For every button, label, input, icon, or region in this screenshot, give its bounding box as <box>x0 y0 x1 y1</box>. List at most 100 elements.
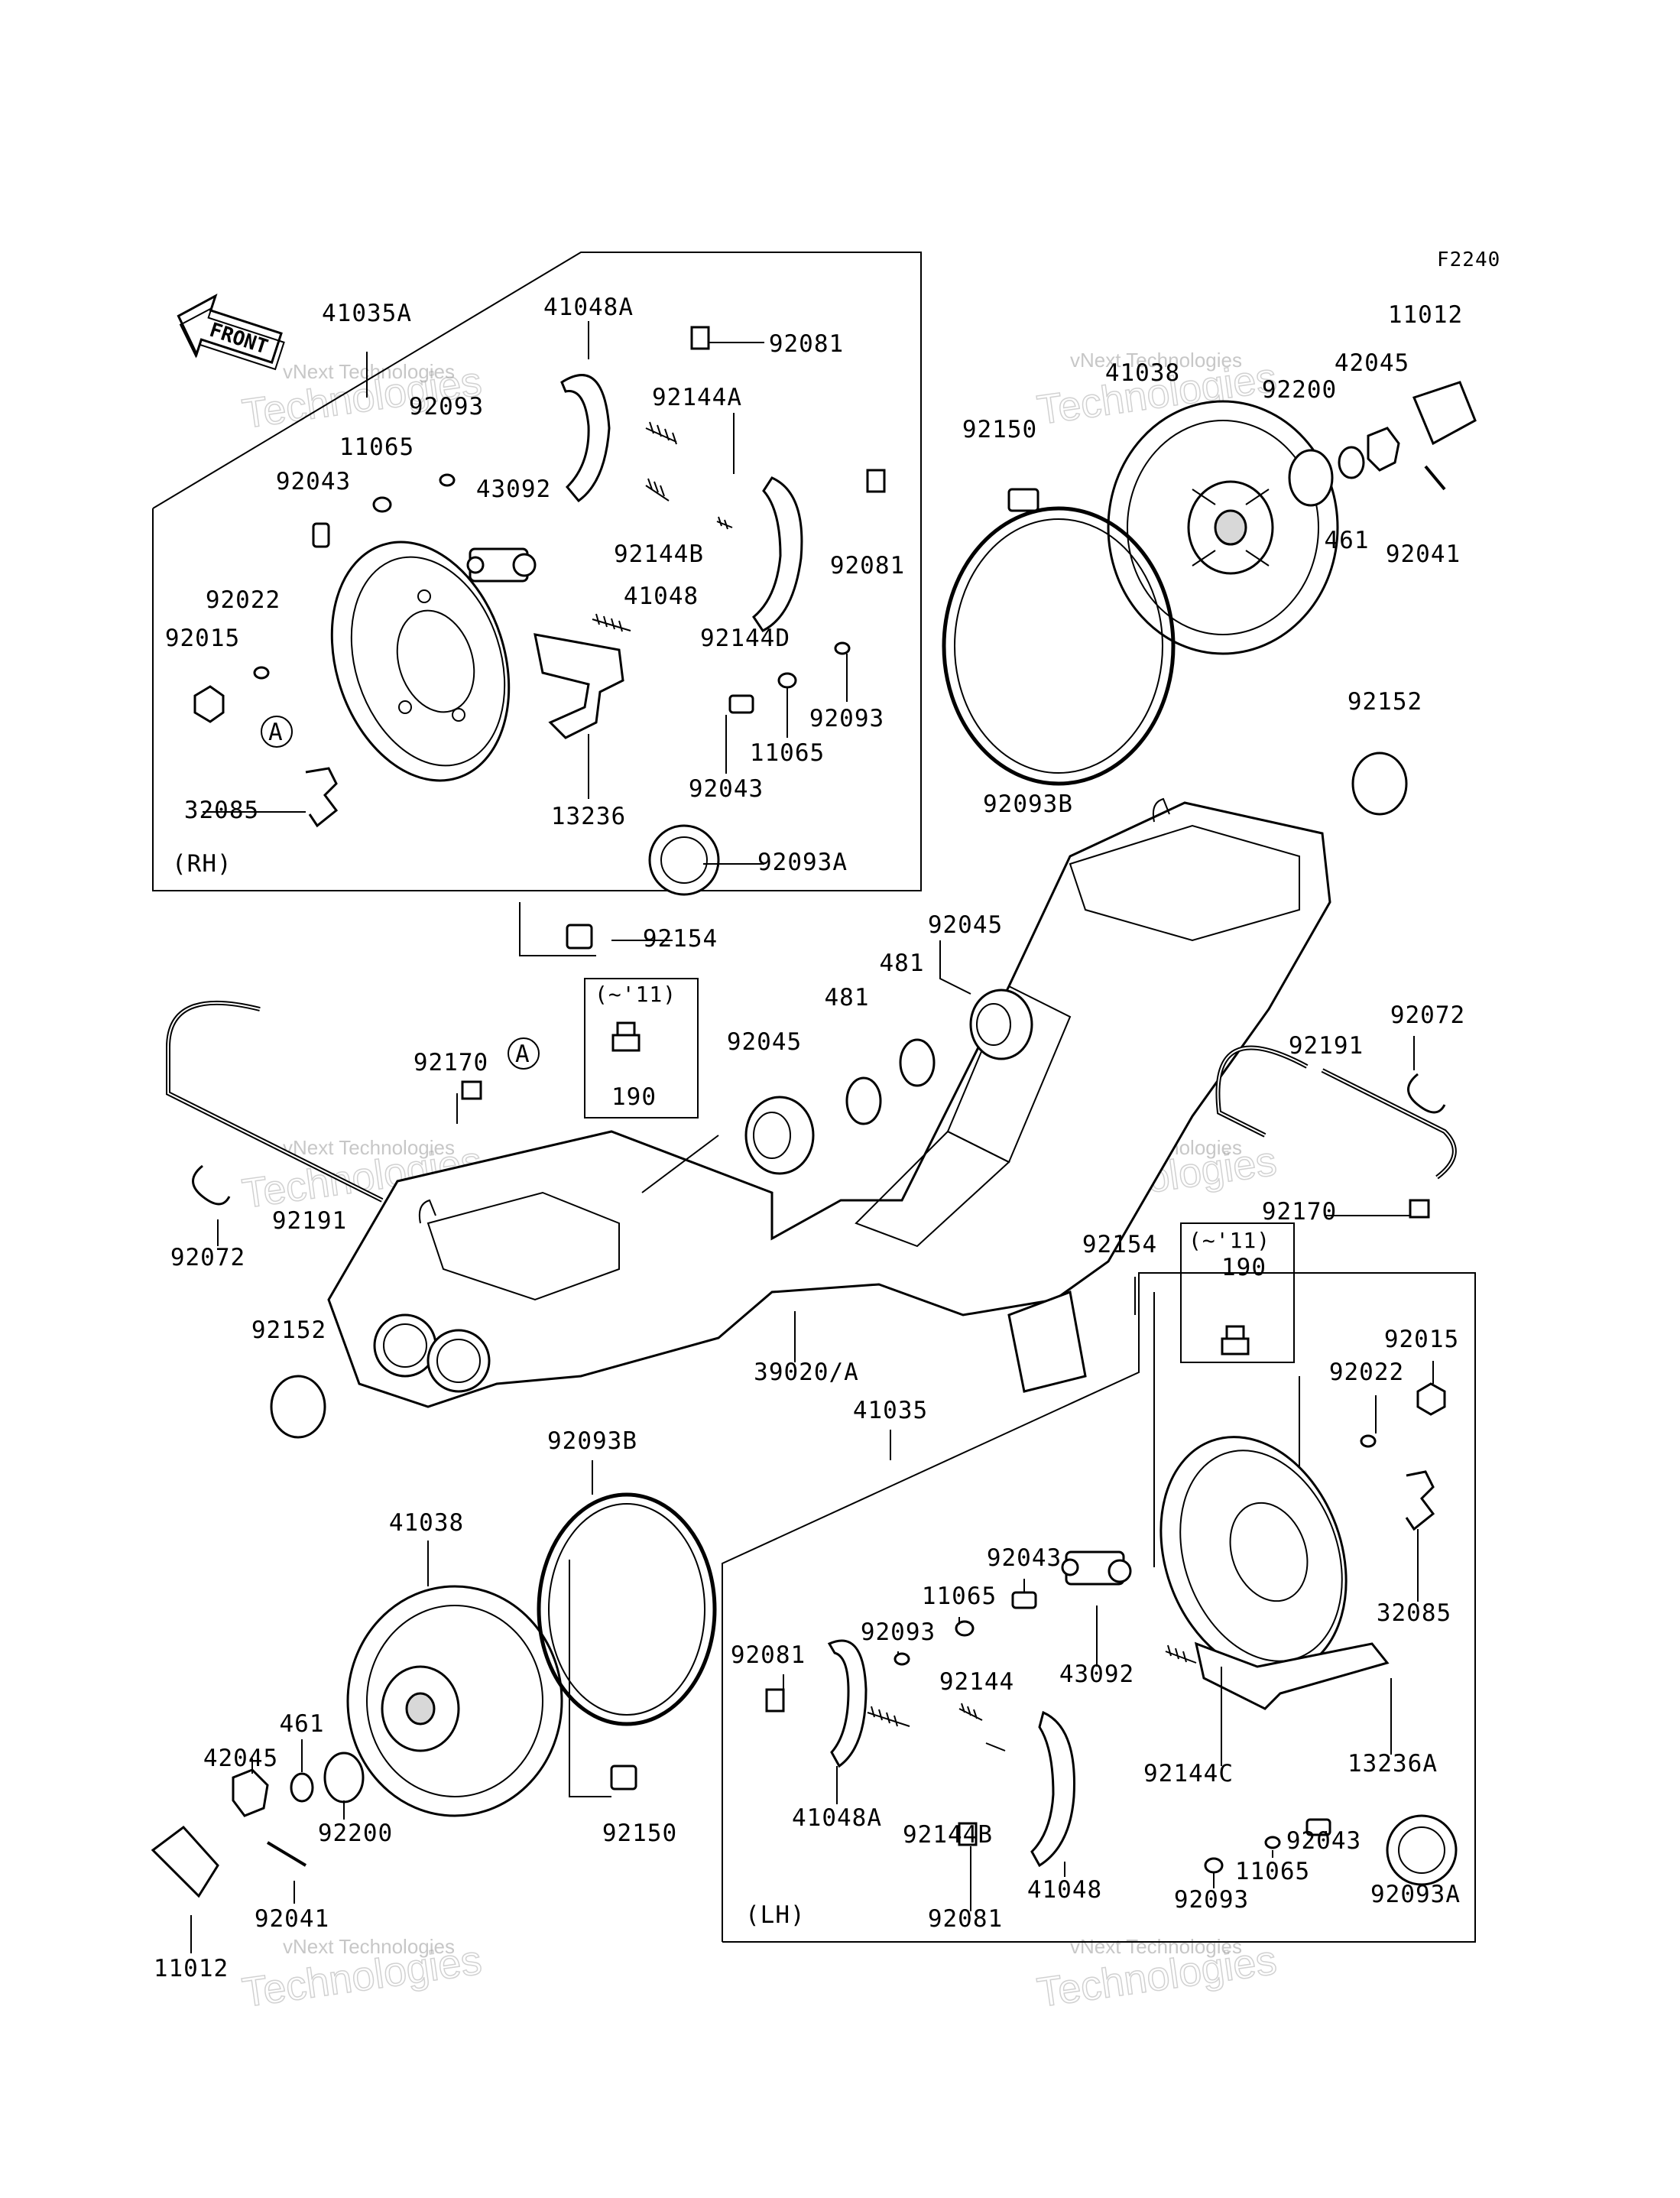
part-number-label: 41038 <box>1105 359 1180 387</box>
part-number-label: 92022 <box>206 586 281 614</box>
watermark-text: vNext Technologies <box>1070 349 1242 372</box>
rh-hub-cap <box>1412 381 1477 446</box>
part-number-label: 11012 <box>154 1955 229 1982</box>
part-number-label: 32085 <box>1377 1599 1451 1627</box>
part-number-label: 92154 <box>643 925 718 953</box>
lh-brake-shoe-upper <box>827 1639 868 1768</box>
part-number-label: 92043 <box>689 775 764 803</box>
part-number-label: 481 <box>825 984 870 1011</box>
part-number-label: 41048A <box>792 1804 882 1832</box>
axle-leader-lines <box>217 940 1415 1567</box>
part-number-label: 92015 <box>1384 1326 1459 1353</box>
axle-housing <box>327 797 1331 1408</box>
rh-drum-seal <box>942 506 1176 786</box>
part-number-label: 39020/A <box>754 1359 859 1386</box>
part-number-label: 92093 <box>861 1618 936 1646</box>
part-number-label: 42045 <box>203 1745 278 1772</box>
part-number-label: 92144 <box>939 1668 1014 1696</box>
lh-hub-cap <box>151 1825 219 1898</box>
part-number-label: 92152 <box>251 1317 326 1344</box>
inset-range: (~'11) <box>595 982 676 1007</box>
rh-cotter-pin <box>1424 465 1446 491</box>
part-number-label: 92081 <box>769 330 844 358</box>
part-number-label: 92093 <box>1174 1886 1249 1914</box>
part-number-label: 92170 <box>1262 1198 1337 1226</box>
part-number-label: 92144C <box>1143 1760 1234 1787</box>
part-number-label: 43092 <box>476 476 551 503</box>
part-number-label: 41048A <box>543 294 634 321</box>
rh-group-frame <box>152 252 922 891</box>
part-number-label: 92072 <box>170 1244 245 1271</box>
axle-bushings <box>270 752 1408 1439</box>
part-number-label: 11012 <box>1388 301 1463 329</box>
svg-text:A: A <box>268 719 284 746</box>
part-number-label: 43092 <box>1059 1661 1134 1688</box>
callout-a-axle: A <box>508 1037 540 1070</box>
part-number-label: 11065 <box>750 739 825 767</box>
rh-leader-lines <box>203 321 848 956</box>
inset-box-top: (~'11) 190 <box>584 978 699 1118</box>
part-number-label: 461 <box>1325 527 1370 554</box>
lh-washer <box>323 1752 365 1804</box>
rh-springs <box>592 421 733 632</box>
lh-side-label: (LH) <box>745 1901 806 1929</box>
watermark-text: vNext Technologies <box>283 1935 455 1958</box>
part-number-label: 41048 <box>1027 1876 1102 1904</box>
part-number-label: 13236A <box>1348 1750 1438 1778</box>
part-number-label: 92041 <box>255 1905 329 1933</box>
lh-ring <box>290 1772 314 1803</box>
part-number-label: 92093 <box>809 705 884 732</box>
part-number-label: 41038 <box>389 1509 464 1537</box>
inset-part: 190 <box>611 1083 657 1111</box>
part-number-label: 92022 <box>1329 1359 1404 1386</box>
part-number-label: 42045 <box>1335 349 1409 377</box>
rh-brake-lever <box>534 633 624 739</box>
part-number-label: 92081 <box>830 552 905 580</box>
part-number-label: 92045 <box>928 911 1003 939</box>
part-number-label: 92093A <box>757 849 848 876</box>
rh-wheel-cylinder <box>466 547 537 583</box>
rh-small-parts <box>193 326 886 950</box>
part-number-label: 92093B <box>547 1427 637 1455</box>
part-number-label: 92191 <box>272 1207 347 1235</box>
part-number-label: 92150 <box>602 1820 677 1847</box>
inset-box-bottom: (~'11) 190 <box>1180 1222 1295 1363</box>
lh-brake-shoe-lower <box>1030 1710 1075 1868</box>
part-number-label: 92144B <box>614 541 704 568</box>
inset-part: 190 <box>1221 1254 1266 1281</box>
part-number-label: 32085 <box>184 797 259 824</box>
part-number-label: 92200 <box>1262 376 1337 404</box>
part-number-label: 92152 <box>1348 688 1422 716</box>
part-number-label: 92093B <box>983 791 1073 818</box>
watermark-text: vNext Technologies <box>1070 1935 1242 1958</box>
part-number-label: 461 <box>280 1710 325 1738</box>
part-number-label: 92043 <box>1286 1827 1361 1855</box>
lh-wheel-cylinder <box>1061 1550 1132 1586</box>
lh-cotter-pin <box>266 1841 307 1867</box>
lh-brake-panel <box>1159 1436 1348 1676</box>
part-number-label: 92081 <box>731 1641 806 1669</box>
part-number-label: 92191 <box>1289 1032 1364 1060</box>
watermark-text: vNext Technologies <box>283 1136 455 1159</box>
lh-drum-seal <box>537 1492 717 1726</box>
rh-castle-nut <box>1367 427 1400 472</box>
rh-hub-bolt <box>1007 488 1039 512</box>
part-number-label: 481 <box>880 950 925 977</box>
lh-leader-lines <box>190 1460 611 1953</box>
lh-brake-drum <box>346 1585 563 1817</box>
part-number-label: 92154 <box>1082 1231 1157 1258</box>
callout-a-rh: A <box>261 716 293 748</box>
figure-code: F2240 <box>1437 248 1500 271</box>
lh-small-parts <box>765 1382 1458 1886</box>
lh-castle-nut <box>232 1768 269 1817</box>
part-number-label: 92200 <box>318 1820 393 1847</box>
front-arrow: FRONT <box>177 293 285 371</box>
part-number-label: 92150 <box>962 416 1037 443</box>
brake-hoses <box>166 1000 1457 1219</box>
part-number-label: 41048 <box>624 583 699 610</box>
part-number-label: 92072 <box>1390 1002 1465 1029</box>
part-number-label: 92015 <box>165 625 240 652</box>
part-number-label: 11065 <box>922 1583 997 1610</box>
part-number-label: 92041 <box>1386 541 1461 568</box>
